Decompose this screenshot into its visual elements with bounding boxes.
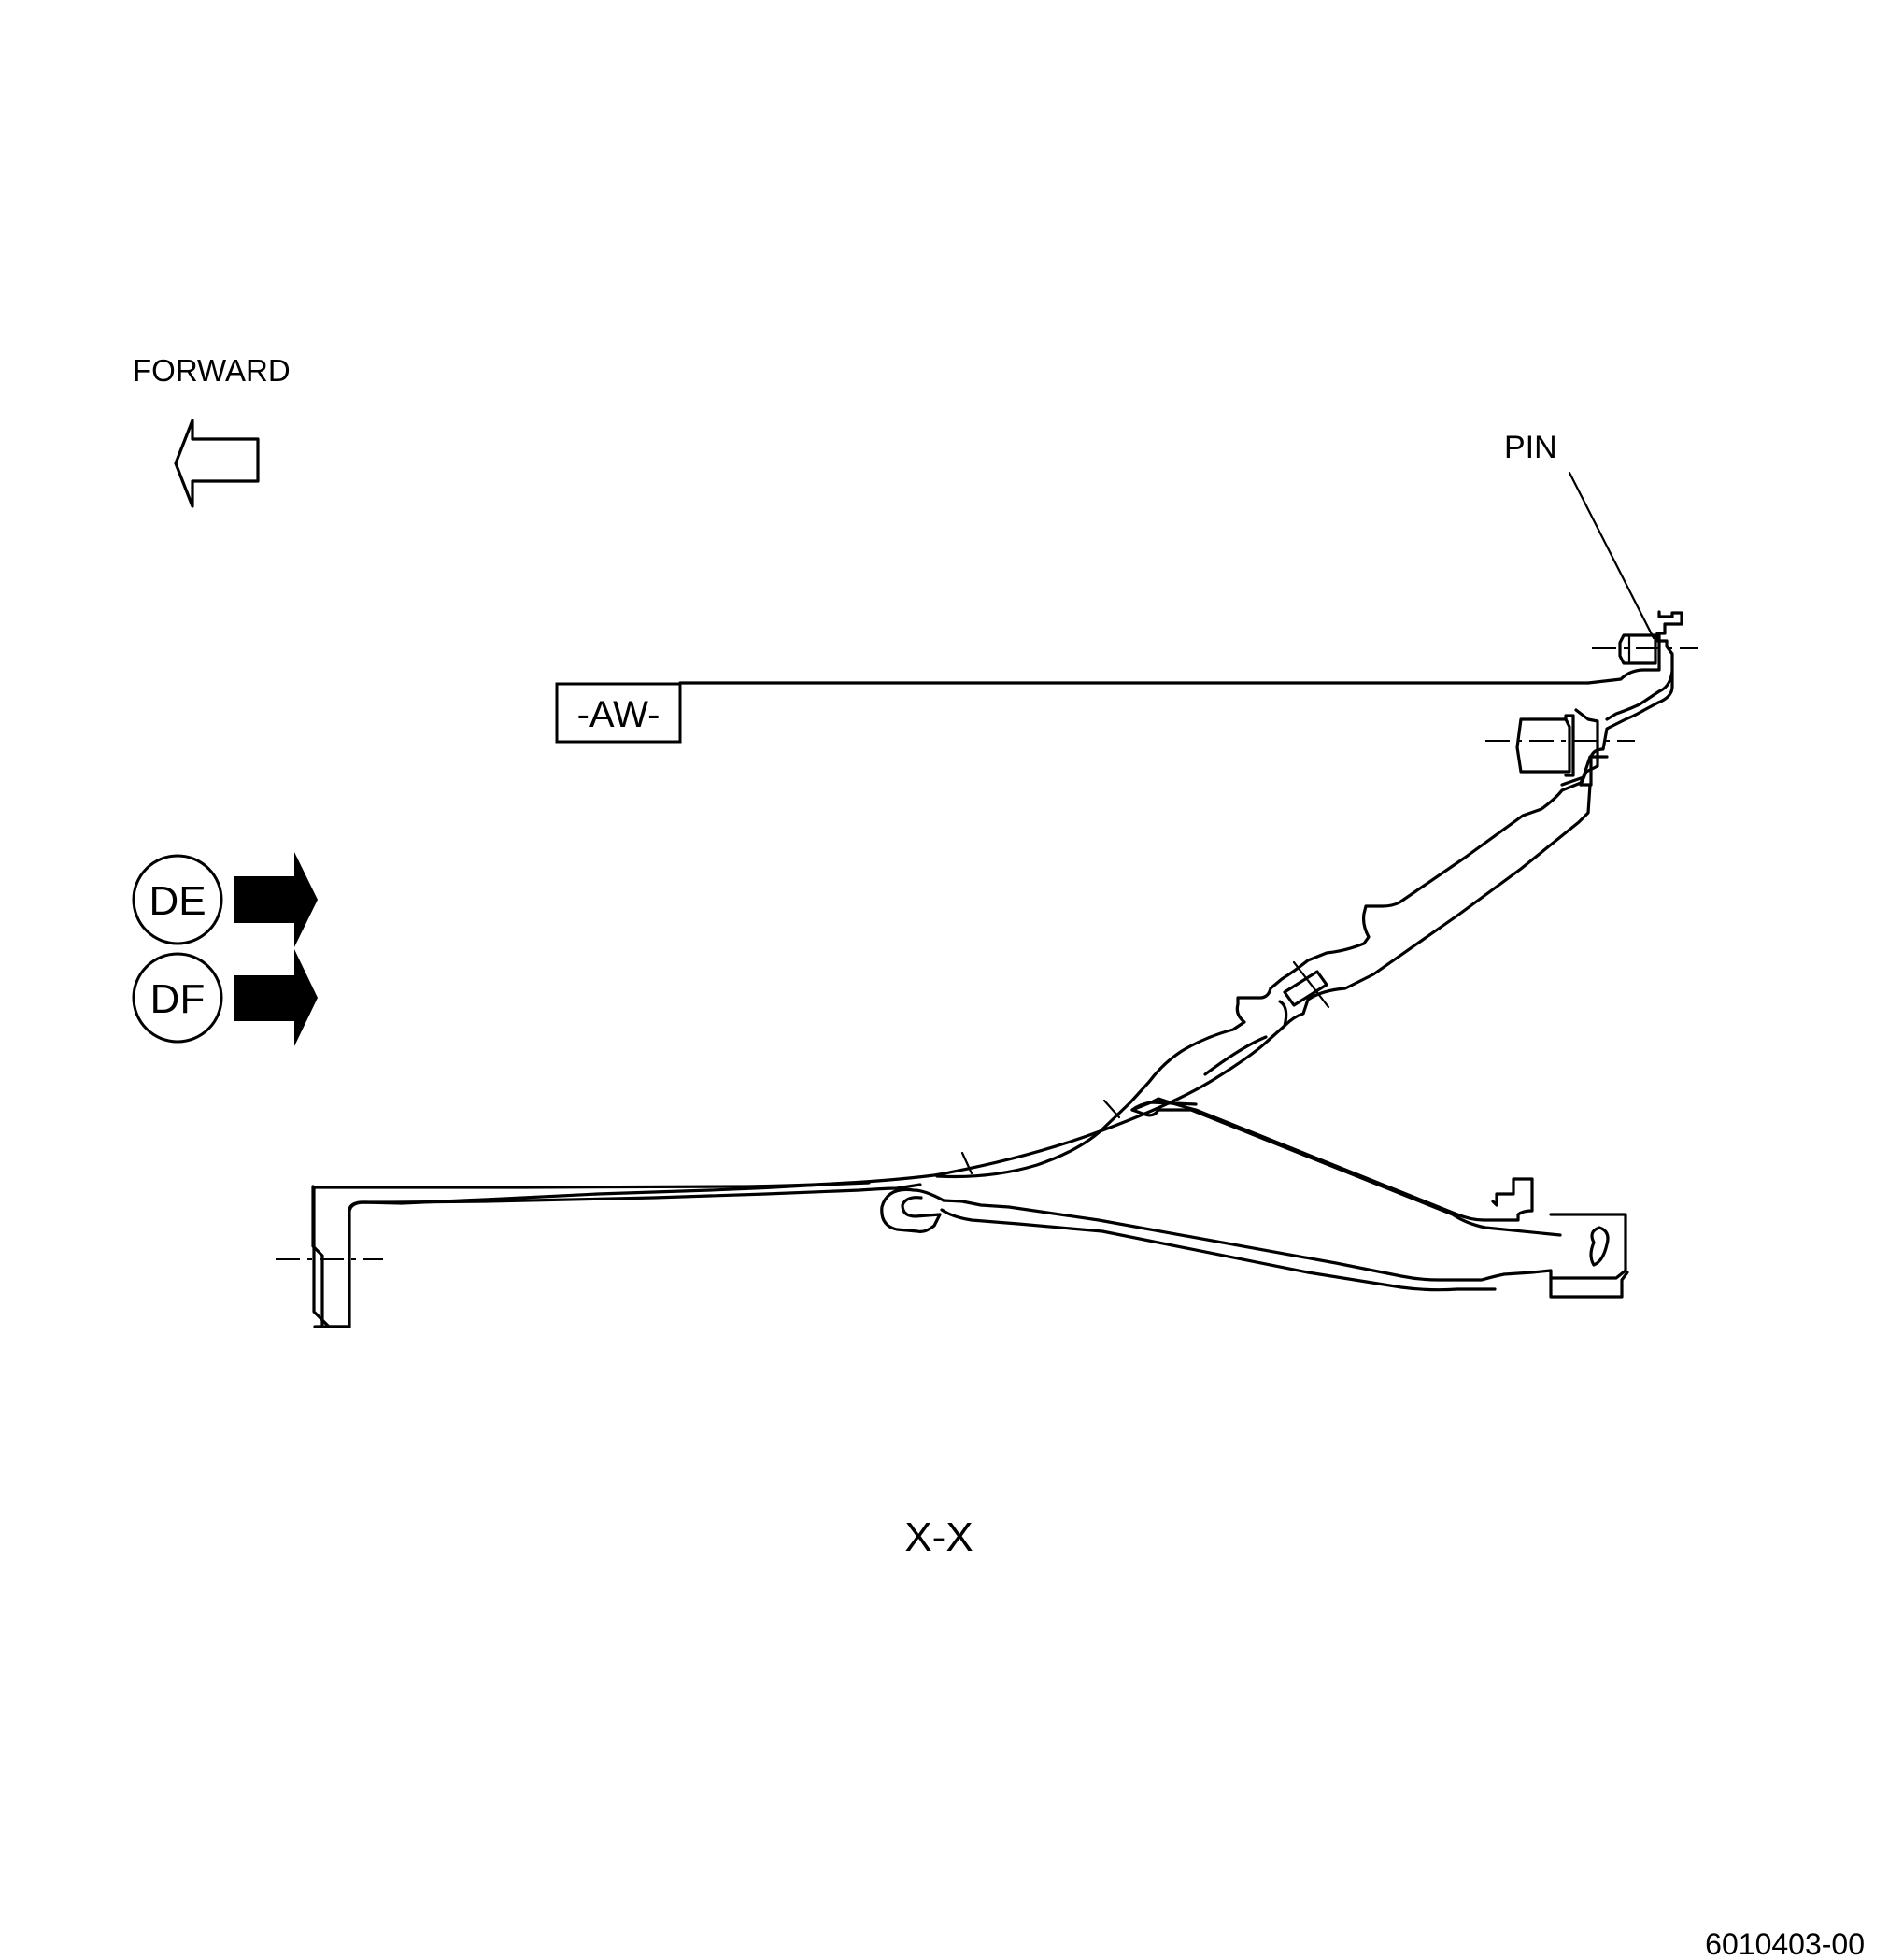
- upper-right-flange-outline: [1579, 610, 1683, 787]
- left-flange-outline: [312, 783, 1592, 1328]
- upper-web-outline: [935, 775, 1585, 1179]
- upper-right-flange-return: [1574, 708, 1609, 787]
- pin-label: PIN: [1504, 430, 1557, 465]
- lower-strut-loop-inner: [901, 1196, 942, 1218]
- datum-label: -AW-: [577, 694, 660, 735]
- weld-line-1: [1102, 1099, 1121, 1119]
- figure-number: 6010403-00: [1705, 1927, 1865, 1960]
- lower-right-flange-outline: [1549, 1213, 1627, 1280]
- view-df-circle: [132, 952, 223, 1044]
- lower-strut-loop: [880, 1187, 945, 1233]
- view-de-label: DE: [149, 878, 206, 924]
- view-de-arrow-icon: [234, 852, 318, 947]
- y-strut-upper-inner: [1157, 1108, 1562, 1237]
- view-de-circle: [132, 854, 223, 945]
- part-section: [311, 610, 1683, 1328]
- pin-leader-line: [1568, 471, 1655, 640]
- web-bolt-axis: [1292, 960, 1330, 1009]
- forward-label: FORWARD: [133, 353, 291, 388]
- y-strut-upper-outline: [1130, 1097, 1534, 1222]
- datum-box: [555, 682, 682, 744]
- forward-arrow-icon: [174, 419, 260, 508]
- bushing-outline: [1515, 717, 1571, 774]
- y-strut-junction: [1130, 1101, 1198, 1117]
- weld-line-2: [960, 1151, 973, 1175]
- bushing-shank: [1564, 714, 1575, 777]
- section-label: X-X: [904, 1514, 973, 1560]
- view-df-arrow-icon: [234, 949, 318, 1046]
- view-df-label: DF: [150, 976, 206, 1022]
- pin-body: [1618, 633, 1657, 665]
- inner-skin-line: [348, 1181, 871, 1213]
- outer-skin-outline: [311, 1183, 922, 1328]
- lower-strut-outline: [942, 1199, 1629, 1299]
- upper-web-top-line: [1203, 1000, 1288, 1076]
- lower-strut-inner: [940, 1208, 1497, 1292]
